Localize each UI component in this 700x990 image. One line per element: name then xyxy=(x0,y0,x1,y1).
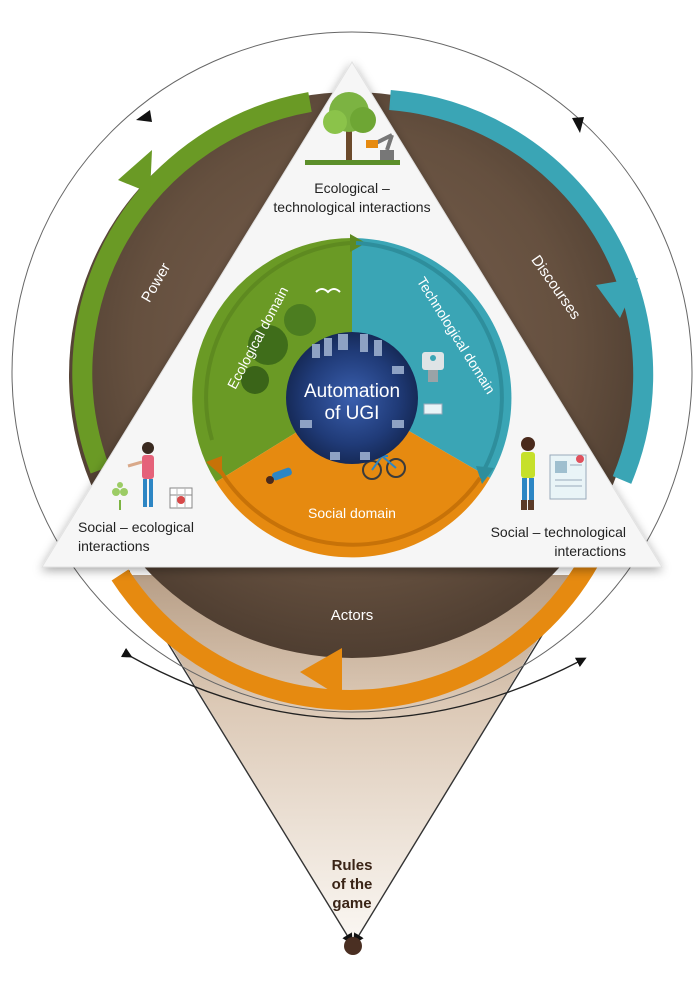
city-skyline-icon xyxy=(300,334,404,460)
woman-icon xyxy=(127,442,154,507)
foliage-blob xyxy=(248,325,288,365)
discourses-arrowhead xyxy=(596,278,638,318)
eco-tech-line1: Ecological – xyxy=(314,180,390,196)
center-title-line1: Automation xyxy=(304,381,400,402)
cone-edge-right xyxy=(353,570,585,945)
domain-arc-orange xyxy=(218,468,482,547)
rules-line2: of the xyxy=(332,876,373,893)
robot-icon xyxy=(422,352,444,382)
social-domain-label: Social domain xyxy=(308,505,396,521)
man-icon xyxy=(521,437,535,510)
actors-label: Actors xyxy=(331,607,374,624)
soc-eco-line1: Social – ecological xyxy=(78,519,194,535)
domain-circle: Automation of UGI Ecological domain Tech… xyxy=(192,234,512,558)
eco-tech-line2: technological interactions xyxy=(273,199,430,215)
lower-arc xyxy=(120,647,587,720)
soc-tech-line2: interactions xyxy=(554,543,626,559)
tree-icon xyxy=(305,92,400,165)
city-globe xyxy=(286,332,418,464)
drone-icon xyxy=(423,403,443,415)
power-arrowhead xyxy=(118,150,152,193)
robot-arm-icon xyxy=(366,133,394,160)
rules-line3: game xyxy=(332,895,371,912)
actors-arc xyxy=(111,555,599,710)
app-screen-icon xyxy=(549,454,587,500)
actors-arrowhead xyxy=(300,648,342,698)
rules-line1: Rules xyxy=(332,857,373,874)
soc-tech-line1: Social – technological xyxy=(491,524,626,540)
foliage-blob xyxy=(241,366,269,394)
seedling-icon xyxy=(112,482,128,510)
domain-arc-green xyxy=(204,241,351,441)
power-arc xyxy=(72,92,312,474)
center-title-line2: of UGI xyxy=(325,403,380,424)
domain-arrow-orange xyxy=(206,456,222,476)
calendar-icon xyxy=(169,487,193,509)
soc-eco-line2: interactions xyxy=(78,538,150,554)
people-icon xyxy=(266,467,292,484)
bird-icon xyxy=(315,288,341,294)
rules-node xyxy=(344,937,362,955)
outer-arrow-tr xyxy=(572,117,584,133)
social-sector xyxy=(216,398,490,558)
outer-arrow-tl xyxy=(136,110,152,122)
foliage-blob xyxy=(284,304,316,336)
domain-arc-teal xyxy=(355,241,504,471)
outer-circle xyxy=(11,31,693,713)
discourses-arc xyxy=(389,90,654,484)
